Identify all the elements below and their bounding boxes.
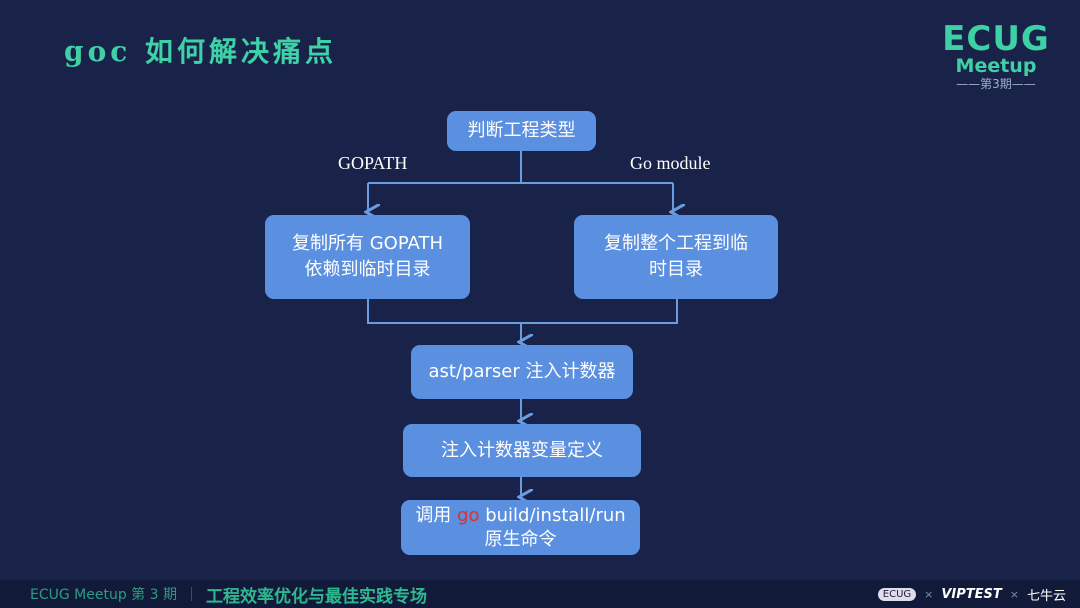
footer-divider xyxy=(190,587,192,601)
logo-meetup: Meetup xyxy=(955,55,1037,77)
go-keyword: go xyxy=(457,504,480,526)
flow-gopath-box: 复制所有 GOPATH 依赖到临时目录 xyxy=(265,215,470,299)
footer-event: ECUG Meetup 第 3 期 xyxy=(30,587,177,603)
box-line: 原生命令 xyxy=(484,528,557,550)
box-line: 调用 go build/install/run xyxy=(415,504,625,528)
flow-counter-def-box: 注入计数器变量定义 xyxy=(403,424,641,477)
box-text: build/install/run xyxy=(479,504,626,526)
flow-build-box: 调用 go build/install/run 原生命令 xyxy=(401,500,640,555)
footer-topic: 工程效率优化与最佳实践专场 xyxy=(205,586,427,607)
ecug-sponsor-logo: ECUG xyxy=(877,587,917,601)
ecug-logo: ECUG Meetup ——第3期—— xyxy=(940,22,1052,92)
sponsor-logos: ECUG × VIPTEST × 七牛云 xyxy=(877,585,1066,604)
flow-gomodule-box: 复制整个工程到临 时目录 xyxy=(574,215,778,299)
box-text: 调用 xyxy=(415,504,458,526)
box-line: 依赖到临时目录 xyxy=(304,259,431,280)
logo-ecug: ECUG xyxy=(942,19,1050,59)
box-line: 复制所有 GOPATH xyxy=(292,233,443,254)
box-line: 复制整个工程到临 xyxy=(604,233,748,254)
viptest-logo: VIPTEST xyxy=(941,586,1002,602)
branch-label-gopath: GOPATH xyxy=(338,153,408,173)
box-line: 时目录 xyxy=(649,259,703,280)
flow-inject-counter-box: ast/parser 注入计数器 xyxy=(411,345,633,399)
branch-label-gomodule: Go module xyxy=(630,153,711,173)
qiniu-logo: 七牛云 xyxy=(1026,588,1066,604)
footer-bar: ECUG Meetup 第 3 期 工程效率优化与最佳实践专场 ECUG × V… xyxy=(0,580,1080,608)
slide-title: goc 如何解决痛点 xyxy=(64,35,338,68)
separator: × xyxy=(1009,587,1019,601)
flow-start-box: 判断工程类型 xyxy=(447,111,596,151)
logo-issue: ——第3期—— xyxy=(956,77,1036,91)
separator: × xyxy=(924,587,934,601)
